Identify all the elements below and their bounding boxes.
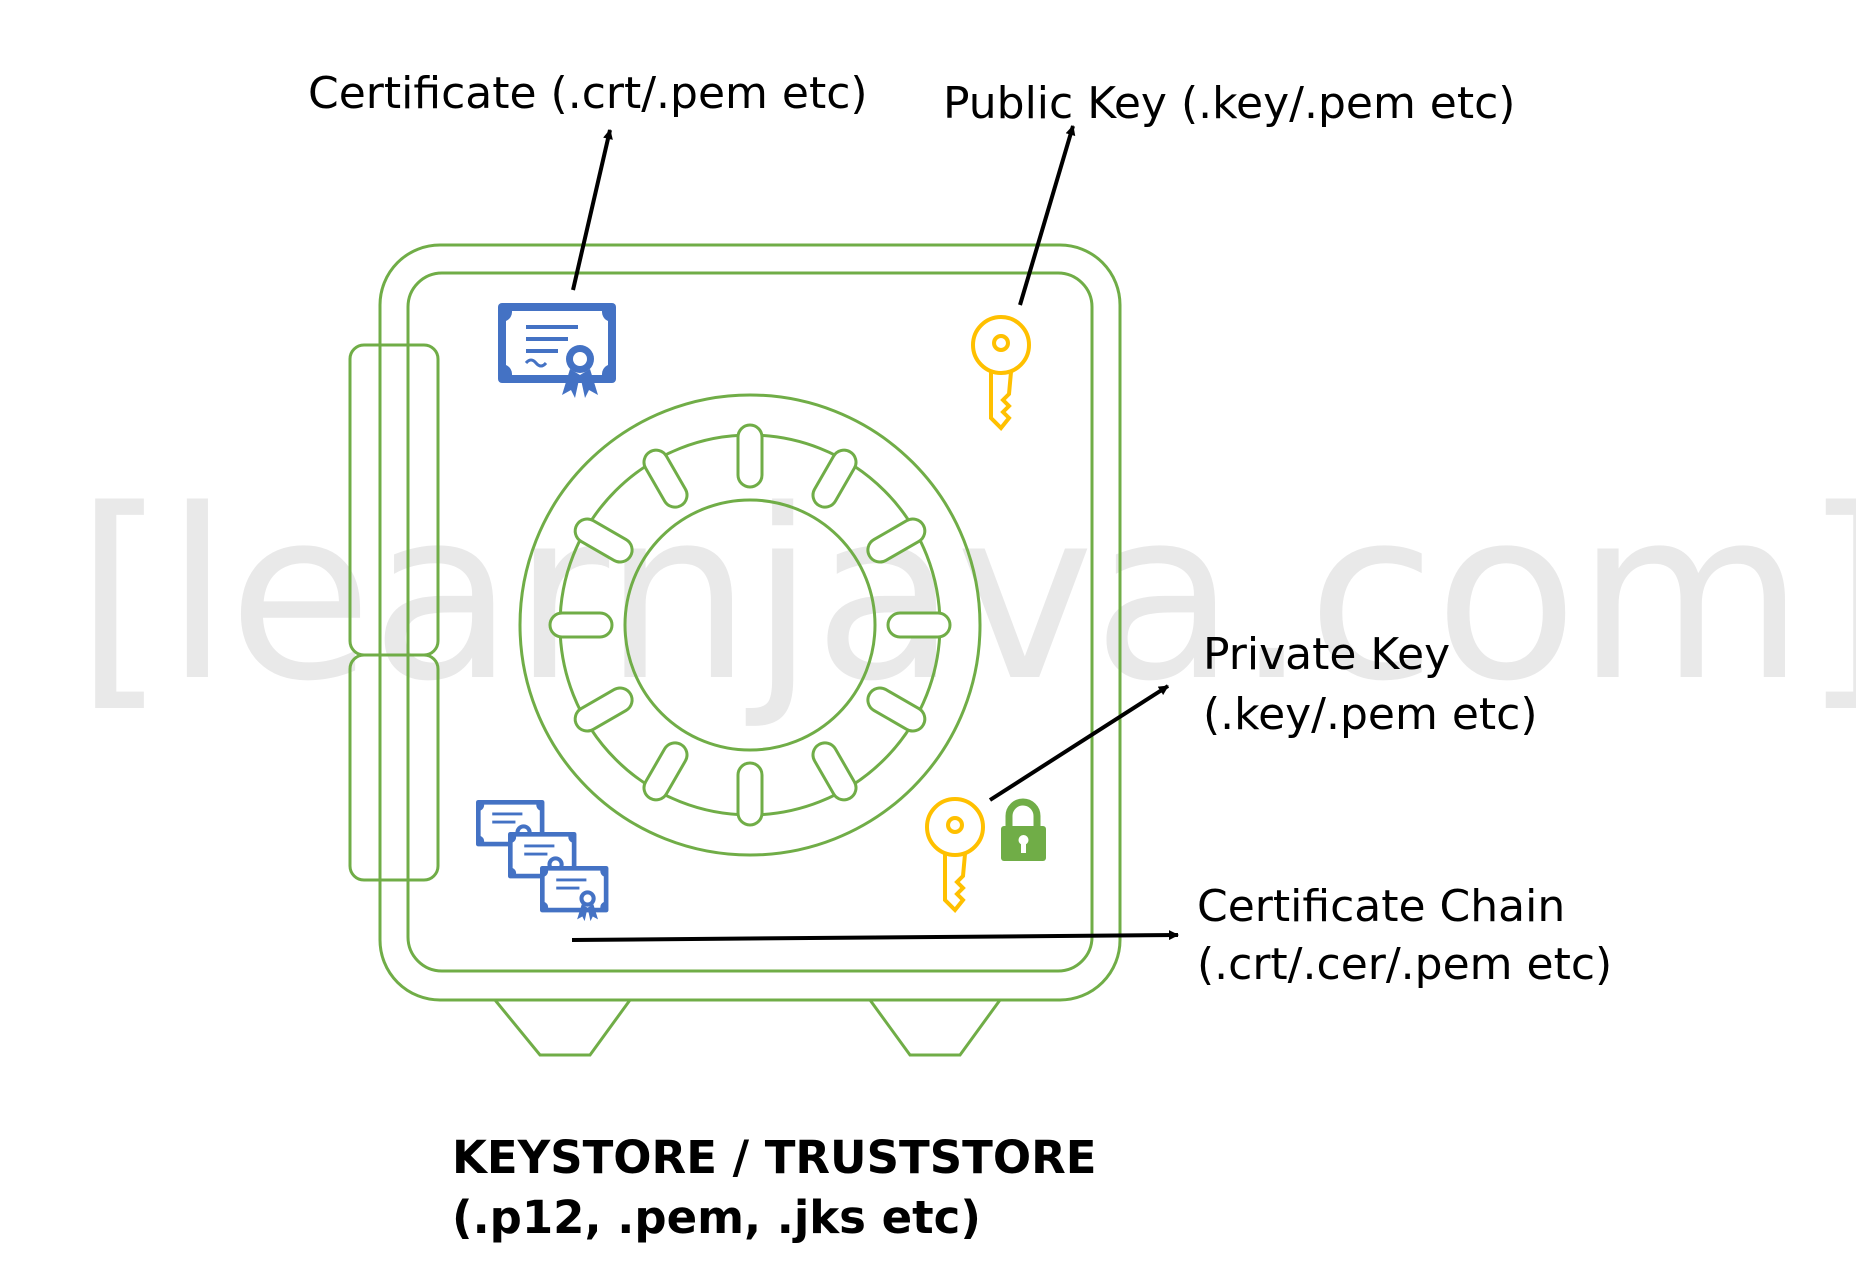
dial-notch (573, 517, 634, 564)
dial-notch (811, 741, 858, 802)
arrow-certificate (571, 129, 613, 291)
dial-notch (736, 423, 764, 489)
dial-notch (866, 686, 927, 733)
private-key-icon (925, 797, 985, 913)
label-chain-title: Certificate Chain (1197, 881, 1566, 932)
safe-icon (348, 243, 1122, 1057)
dial-notch (642, 448, 689, 509)
dial-notch (642, 741, 689, 802)
arrow-public-key (1018, 125, 1076, 306)
dial-notch (886, 611, 952, 639)
label-certificate: Certificate (.crt/.pem etc) (308, 68, 868, 119)
arrow-private-key (988, 684, 1170, 802)
dial-notch (548, 611, 614, 639)
certificate-chain-icon (476, 800, 609, 922)
label-public-key: Public Key (.key/.pem etc) (943, 78, 1516, 129)
padlock-icon (1001, 798, 1046, 861)
label-private-key-title: Private Key (1203, 629, 1451, 680)
label-private-key-ext: (.key/.pem etc) (1203, 689, 1538, 740)
certificate-icon (498, 303, 616, 398)
label-chain-ext: (.crt/.cer/.pem etc) (1197, 939, 1613, 990)
arrow-certificate-chain (571, 930, 1179, 942)
label-store-title: KEYSTORE / TRUSTSTORE (452, 1131, 1097, 1184)
public-key-icon (971, 315, 1031, 431)
dial-notches (548, 423, 952, 827)
dial-notch (866, 517, 927, 564)
dial-notch (811, 448, 858, 509)
watermark-text: [learnjava.com] (75, 460, 1856, 733)
dial-notch (573, 686, 634, 733)
dial-notch (736, 761, 764, 827)
label-store-ext: (.p12, .pem, .jks etc) (452, 1191, 981, 1244)
